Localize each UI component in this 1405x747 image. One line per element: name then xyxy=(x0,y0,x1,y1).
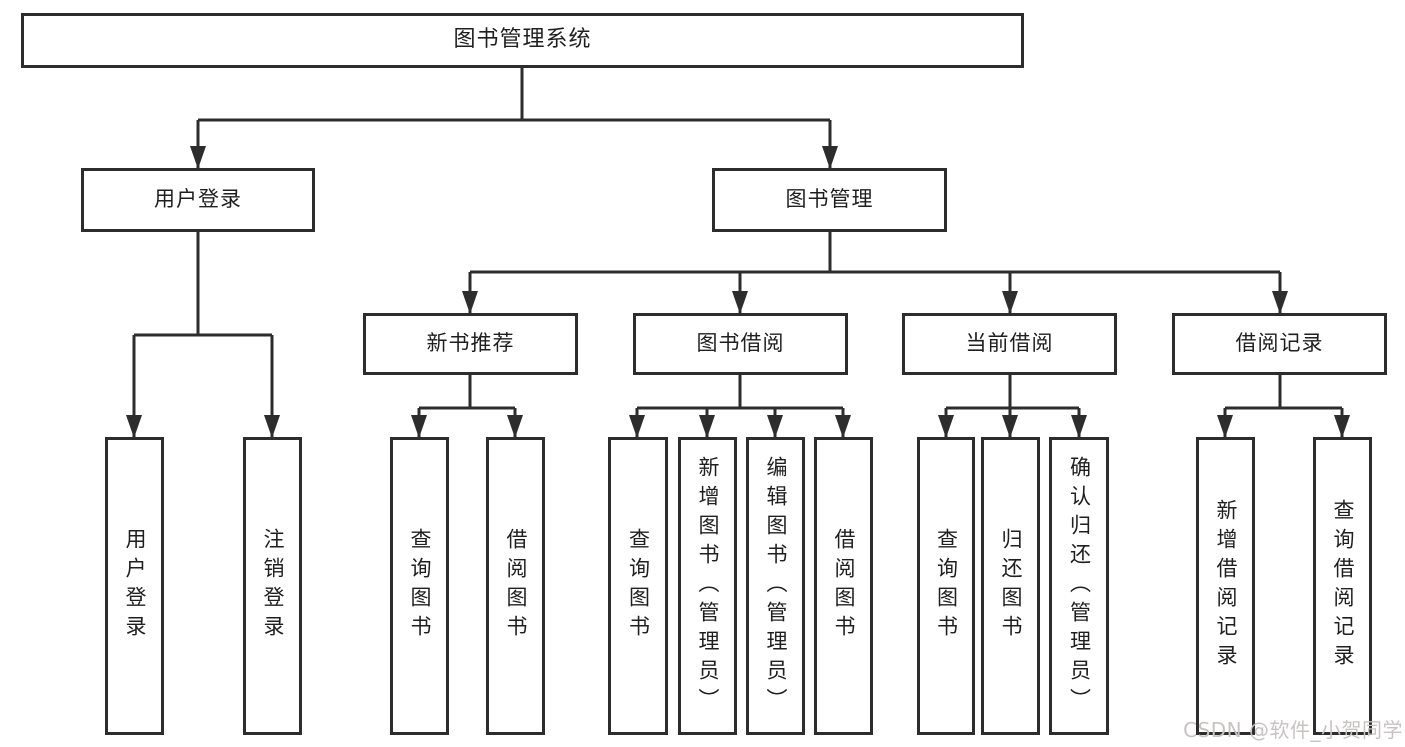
node-current-borrow-label: 当前借阅 xyxy=(965,331,1054,356)
node-book-borrow-label: 图书借阅 xyxy=(696,331,785,356)
leaf-confirm-return-admin: 确认归还（管理员） xyxy=(1049,437,1109,735)
leaf-edit-books-admin: 编辑图书（管理员） xyxy=(746,437,805,735)
leaf-return-books-label: 归还图书 xyxy=(999,528,1023,644)
node-book-management-label: 图书管理 xyxy=(785,187,874,212)
leaf-user-login: 用户登录 xyxy=(105,437,164,735)
node-user-login: 用户登录 xyxy=(81,168,315,232)
leaf-query-books-1: 查询图书 xyxy=(390,437,449,735)
leaf-confirm-return-admin-label: 确认归还（管理员） xyxy=(1067,455,1092,717)
leaf-query-borrow-record: 查询借阅记录 xyxy=(1313,437,1372,735)
node-borrow-records-label: 借阅记录 xyxy=(1235,331,1324,356)
node-root: 图书管理系统 xyxy=(21,13,1024,68)
csdn-watermark: CSDN @软件_小贺同学 xyxy=(1183,718,1403,742)
leaf-add-borrow-record: 新增借阅记录 xyxy=(1196,437,1255,735)
leaf-query-books-2-label: 查询图书 xyxy=(626,528,651,644)
node-current-borrow: 当前借阅 xyxy=(902,313,1117,375)
leaf-user-login-label: 用户登录 xyxy=(123,528,147,644)
leaf-borrow-books-1-label: 借阅图书 xyxy=(504,528,528,644)
leaf-query-books-3-label: 查询图书 xyxy=(934,528,959,644)
leaf-query-books-3: 查询图书 xyxy=(917,437,975,735)
connector-trunk-lines xyxy=(134,68,1342,410)
leaf-logout-label: 注销登录 xyxy=(261,528,285,644)
leaf-add-books-admin-label: 新增图书（管理员） xyxy=(696,455,720,717)
node-book-management: 图书管理 xyxy=(712,168,947,232)
leaf-borrow-books-2-label: 借阅图书 xyxy=(832,528,856,644)
leaf-add-borrow-record-label: 新增借阅记录 xyxy=(1214,499,1238,673)
leaf-borrow-books-1: 借阅图书 xyxy=(486,437,545,735)
node-book-borrow: 图书借阅 xyxy=(633,313,848,375)
node-new-book-recommend: 新书推荐 xyxy=(363,313,578,375)
leaf-query-books-2: 查询图书 xyxy=(608,437,668,735)
node-user-login-label: 用户登录 xyxy=(154,187,242,212)
node-new-book-recommend-label: 新书推荐 xyxy=(426,331,515,356)
leaf-logout: 注销登录 xyxy=(243,437,302,735)
leaf-add-books-admin: 新增图书（管理员） xyxy=(678,437,737,735)
node-borrow-records: 借阅记录 xyxy=(1172,313,1387,375)
leaf-borrow-books-2: 借阅图书 xyxy=(814,437,873,735)
leaf-return-books: 归还图书 xyxy=(981,437,1040,735)
leaf-query-borrow-record-label: 查询借阅记录 xyxy=(1331,499,1355,673)
leaf-edit-books-admin-label: 编辑图书（管理员） xyxy=(764,455,788,717)
leaf-query-books-1-label: 查询图书 xyxy=(408,528,432,644)
node-root-label: 图书管理系统 xyxy=(453,27,592,53)
